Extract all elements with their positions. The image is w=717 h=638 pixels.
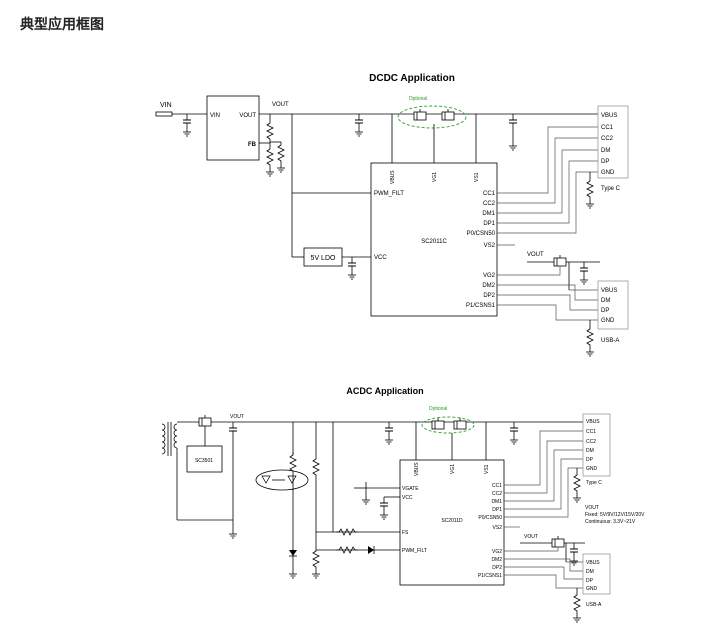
pin-p0-csn50: P0/CSN50 xyxy=(467,231,496,237)
acdc-pin-dm1: DM1 xyxy=(491,499,502,505)
acdc-pin-dp2: DP2 xyxy=(492,565,502,571)
vout2-label: VOUT xyxy=(527,252,544,258)
usba-pin-dp: DP xyxy=(601,308,609,314)
acdc-optional-label: Optional xyxy=(429,406,448,412)
typec-pin-dm: DM xyxy=(601,148,610,154)
acdc-usba-pin-dm: DM xyxy=(586,569,594,575)
pin-vg1: VG1 xyxy=(432,172,438,182)
pin-dp2: DP2 xyxy=(483,293,495,299)
typec-connector xyxy=(597,105,629,179)
acdc-usba-pin-vbus: VBUS xyxy=(586,560,600,566)
svg-text:VOUT: VOUT xyxy=(585,505,599,511)
optional-label: Optional xyxy=(409,96,428,102)
acdc-pin-vbus: VBUS xyxy=(414,462,420,476)
acdc-pin-pwm-filt: PWM_FILT xyxy=(402,548,427,554)
acdc-pin-cc2: CC2 xyxy=(492,491,502,497)
usba-label: USB-A xyxy=(601,338,619,344)
vout-label: VOUT xyxy=(272,102,289,108)
dcdc-converter xyxy=(206,95,260,161)
acdc-typec-pin-dm: DM xyxy=(586,448,594,454)
acdc-vout-label: VOUT xyxy=(230,414,244,420)
acdc-vout2-label: VOUT xyxy=(524,534,538,540)
optional-mosfet-group xyxy=(397,105,467,129)
acdc-usba-label: USB-A xyxy=(586,602,602,608)
acdc-title: ACDC Application xyxy=(346,386,423,396)
sc3501-label: SC3501 xyxy=(195,458,213,464)
acdc-diagram: ACDC Application SC3501 VOUT xyxy=(161,386,645,623)
svg-text:Continuous: 3.3V~21V: Continuous: 3.3V~21V xyxy=(585,519,636,525)
acdc-typec-pin-cc1: CC1 xyxy=(586,429,596,435)
acdc-pin-vg1: VG1 xyxy=(450,464,456,474)
page-title: 典型应用框图 xyxy=(20,17,104,33)
usba-pin-dm: DM xyxy=(601,298,610,304)
usba-connector xyxy=(597,280,629,330)
pin-vcc: VCC xyxy=(374,255,387,261)
acdc-pin-fs: FS xyxy=(402,530,409,536)
chip-name: SC2011C xyxy=(421,239,447,245)
acdc-pin-dp1: DP1 xyxy=(492,507,502,513)
pin-vbus: VBUS xyxy=(390,170,396,184)
pin-cc2: CC2 xyxy=(483,201,496,207)
sc2011c-chip xyxy=(370,162,498,317)
acdc-pin-vgate: VGATE xyxy=(402,486,419,492)
acdc-typec-pin-gnd: GND xyxy=(586,466,598,472)
acdc-pin-vg2: VG2 xyxy=(492,549,502,555)
usba-pin-gnd: GND xyxy=(601,318,615,324)
acdc-usba-pin-dp: DP xyxy=(586,578,594,584)
acdc-pin-vs2: VS2 xyxy=(493,525,503,531)
sc2011d-chip xyxy=(399,459,505,586)
pin-dm2: DM2 xyxy=(482,283,495,289)
pin-dp1: DP1 xyxy=(483,221,495,227)
acdc-typec-pin-cc2: CC2 xyxy=(586,439,596,445)
typec-pin-dp: DP xyxy=(601,159,609,165)
converter-vout-pin: VOUT xyxy=(239,113,256,119)
acdc-typec-connector xyxy=(582,413,611,477)
pin-dm1: DM1 xyxy=(482,211,495,217)
acdc-usba-connector xyxy=(582,553,611,595)
acdc-usba-pin-gnd: GND xyxy=(586,586,598,592)
acdc-typec-pin-vbus: VBUS xyxy=(586,419,600,425)
vout-range-note: VOUT Fixed: 5V/9V/12V/15V/20V Continuous… xyxy=(585,505,645,525)
acdc-pin-p1-csns1: P1/CSNS1 xyxy=(478,573,502,579)
acdc-typec-label: Type C xyxy=(586,480,602,486)
sc3501-chip xyxy=(186,445,223,473)
optocoupler-symbol xyxy=(255,469,309,491)
dcdc-title: DCDC Application xyxy=(369,73,455,84)
typec-pin-vbus: VBUS xyxy=(601,113,617,119)
acdc-pin-vs1: VS1 xyxy=(484,464,490,474)
converter-vin-pin: VIN xyxy=(210,113,220,119)
acdc-pin-cc1: CC1 xyxy=(492,483,502,489)
typec-label: Type C xyxy=(601,186,621,192)
acdc-pin-dm2: DM2 xyxy=(491,557,502,563)
acdc-optional-mosfet-group xyxy=(421,416,475,434)
typec-pin-cc2: CC2 xyxy=(601,136,614,142)
pin-vg2: VG2 xyxy=(483,273,496,279)
acdc-chip-name: SC2011D xyxy=(441,518,463,524)
pin-pwm-filt: PWM_FILT xyxy=(374,191,404,197)
dcdc-diagram: DCDC Application VIN VIN VOUT FB VOUT 5V… xyxy=(155,73,629,357)
pin-vs1: VS1 xyxy=(474,172,480,182)
pin-cc1: CC1 xyxy=(483,191,496,197)
typec-pin-cc1: CC1 xyxy=(601,125,614,131)
transformer-symbol xyxy=(161,422,178,456)
vin-connector xyxy=(155,111,173,117)
vin-label: VIN xyxy=(160,102,172,109)
converter-fb-pin: FB xyxy=(248,142,257,148)
usba-pin-vbus: VBUS xyxy=(601,288,617,294)
acdc-pin-vcc: VCC xyxy=(402,495,413,501)
pin-p1-csns1: P1/CSNS1 xyxy=(466,303,496,309)
acdc-pin-p0-csn50: P0/CSN50 xyxy=(478,515,502,521)
acdc-typec-pin-dp: DP xyxy=(586,457,594,463)
typec-pin-gnd: GND xyxy=(601,170,615,176)
pin-vs2: VS2 xyxy=(484,243,496,249)
svg-text:Fixed: 5V/9V/12V/15V/20V: Fixed: 5V/9V/12V/15V/20V xyxy=(585,512,645,518)
ldo-label: 5V LDO xyxy=(311,255,336,262)
